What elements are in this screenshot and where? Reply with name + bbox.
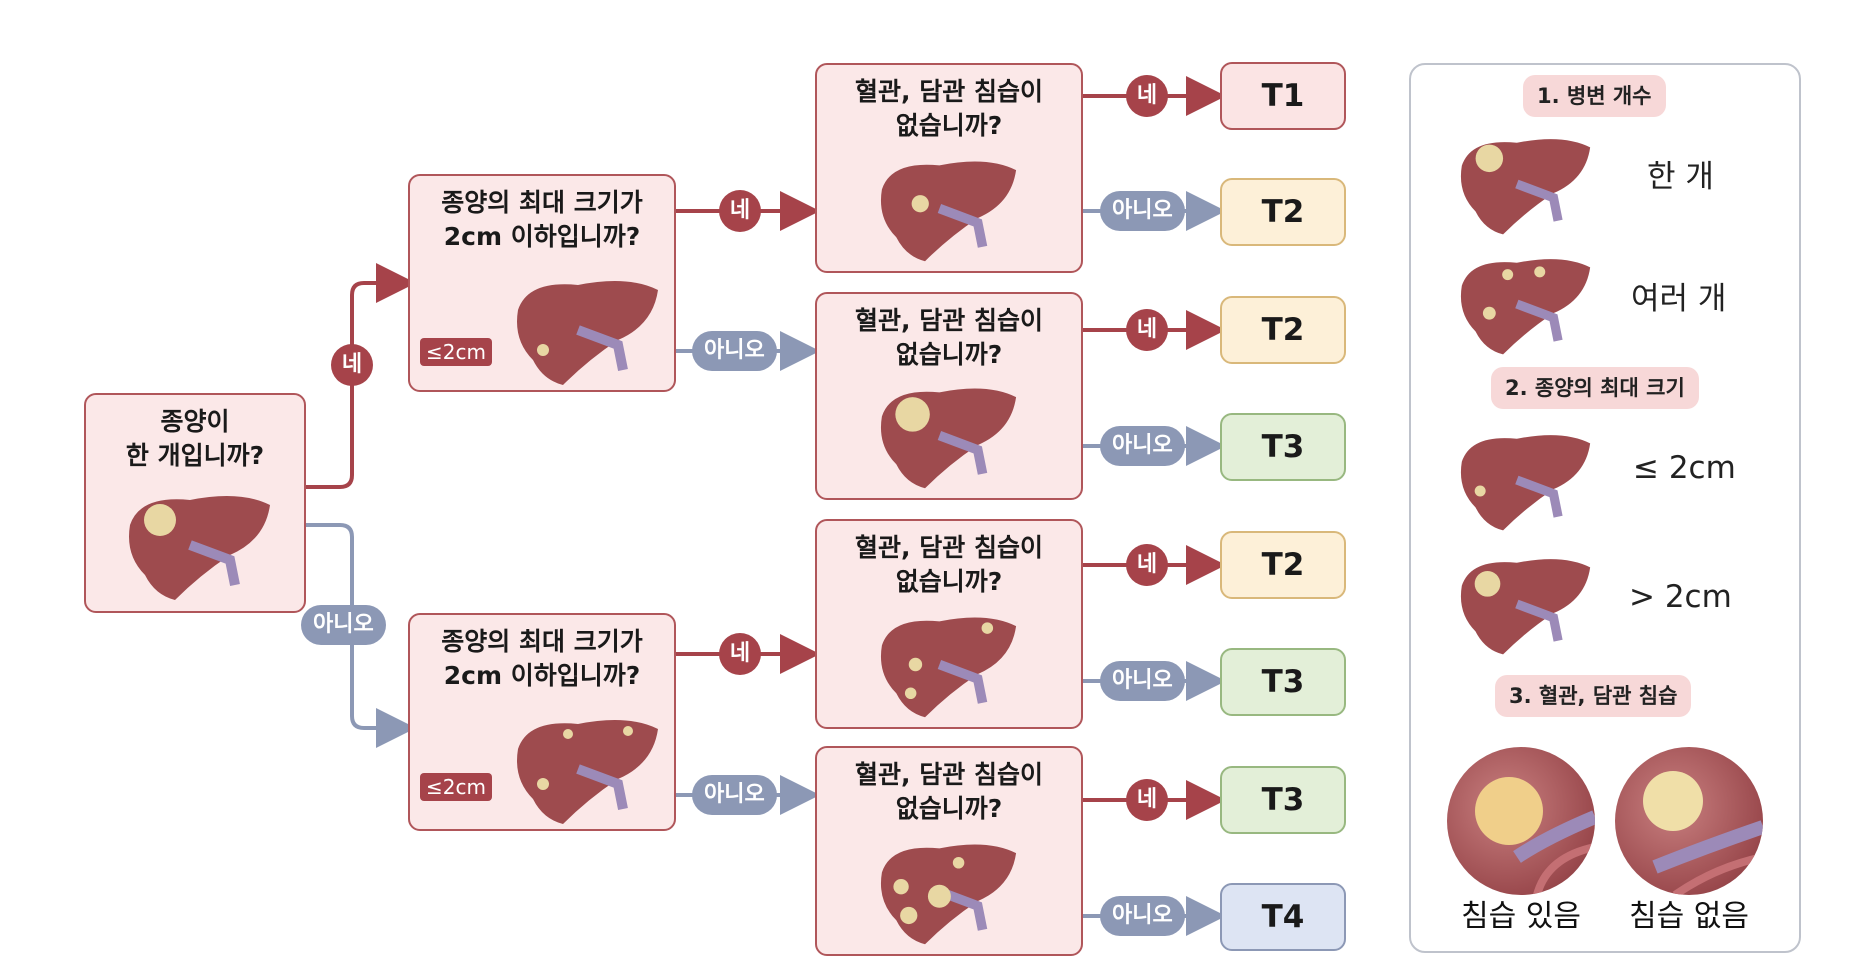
invasion-question-box-2: 혈관, 담관 침습이 없습니까? (815, 292, 1083, 500)
invasion-present-illustration (1447, 747, 1595, 895)
legend-heading-lesion-count: 1. 병변 개수 (1523, 75, 1666, 117)
yes-label: 네 (1126, 544, 1168, 586)
result-box-t4: T4 (1220, 883, 1346, 951)
liver-icon (880, 617, 1017, 718)
legend-heading-max-size: 2. 종양의 최대 크기 (1491, 367, 1699, 409)
legend-label-invasion-present: 침습 있음 (1461, 899, 1581, 934)
no-label: 아니오 (692, 775, 777, 815)
invasion-question-text: 혈관, 담관 침습이 없습니까? (855, 533, 1043, 596)
invasion-question-box-1: 혈관, 담관 침습이 없습니까? (815, 63, 1083, 273)
result-box-t3: T3 (1220, 766, 1346, 834)
root-question-box: 종양이 한 개입니까? (84, 393, 306, 613)
invasion-question-box-4: 혈관, 담관 침습이 없습니까? (815, 746, 1083, 956)
legend-panel: 1. 병변 개수 한 개 여러 개 2. 종양의 최대 크기 ≤ 2cm > 2… (1409, 63, 1801, 953)
result-box-t2: T2 (1220, 531, 1346, 599)
liver-multiple-small-tumors-icon (517, 720, 658, 824)
yes-label: 네 (1126, 779, 1168, 821)
result-box-t3: T3 (1220, 413, 1346, 481)
legend-label-multiple: 여러 개 (1631, 281, 1727, 317)
size-question-box-top: 종양의 최대 크기가 2cm 이하입니까? ≤2cm (408, 174, 676, 392)
no-label: 아니오 (1100, 191, 1185, 231)
yes-label: 네 (719, 633, 761, 675)
no-label: 아니오 (301, 605, 386, 645)
invasion-absent-illustration (1615, 747, 1763, 895)
liver-single-tumor-icon (1460, 139, 1591, 235)
size-question-text: 종양의 최대 크기가 2cm 이하입니까? (441, 188, 643, 251)
result-box-t3: T3 (1220, 648, 1346, 716)
result-box-t1: T1 (1220, 62, 1346, 130)
liver-icon (880, 161, 1017, 262)
liver-small-tumor-icon (1460, 435, 1591, 531)
invasion-question-text: 혈관, 담관 침습이 없습니까? (855, 77, 1043, 140)
yes-label: 네 (1126, 309, 1168, 351)
size-question-box-bottom: 종양의 최대 크기가 2cm 이하입니까? ≤2cm (408, 613, 676, 831)
liver-small-tumor-icon (517, 281, 658, 385)
legend-label-large: > 2cm (1629, 579, 1732, 615)
invasion-question-text: 혈관, 담관 침습이 없습니까? (855, 306, 1043, 369)
liver-multiple-large-tumors-icon (880, 844, 1017, 945)
invasion-question-box-3: 혈관, 담관 침습이 없습니까? (815, 519, 1083, 729)
yes-label: 네 (719, 190, 761, 232)
no-label: 아니오 (1100, 426, 1185, 466)
invasion-question-text: 혈관, 담관 침습이 없습니까? (855, 760, 1043, 823)
liver-multiple-tumors-icon (1460, 259, 1591, 355)
legend-label-single: 한 개 (1647, 159, 1714, 195)
no-label: 아니오 (1100, 896, 1185, 936)
yes-label: 네 (1126, 75, 1168, 117)
result-box-t2: T2 (1220, 296, 1346, 364)
liver-large-tumor-icon (880, 388, 1017, 489)
legend-label-small: ≤ 2cm (1633, 450, 1736, 486)
liver-large-tumor-icon (1460, 559, 1591, 655)
size-question-text: 종양의 최대 크기가 2cm 이하입니까? (441, 627, 643, 690)
legend-label-invasion-absent: 침습 없음 (1629, 899, 1749, 934)
size-tag: ≤2cm (420, 338, 492, 366)
yes-label: 네 (331, 344, 373, 386)
no-label: 아니오 (692, 331, 777, 371)
result-box-t2: T2 (1220, 178, 1346, 246)
legend-heading-invasion: 3. 혈관, 담관 침습 (1495, 675, 1692, 717)
liver-single-tumor-icon (129, 496, 270, 600)
root-question-text: 종양이 한 개입니까? (125, 407, 265, 470)
size-tag: ≤2cm (420, 773, 492, 801)
no-label: 아니오 (1100, 661, 1185, 701)
